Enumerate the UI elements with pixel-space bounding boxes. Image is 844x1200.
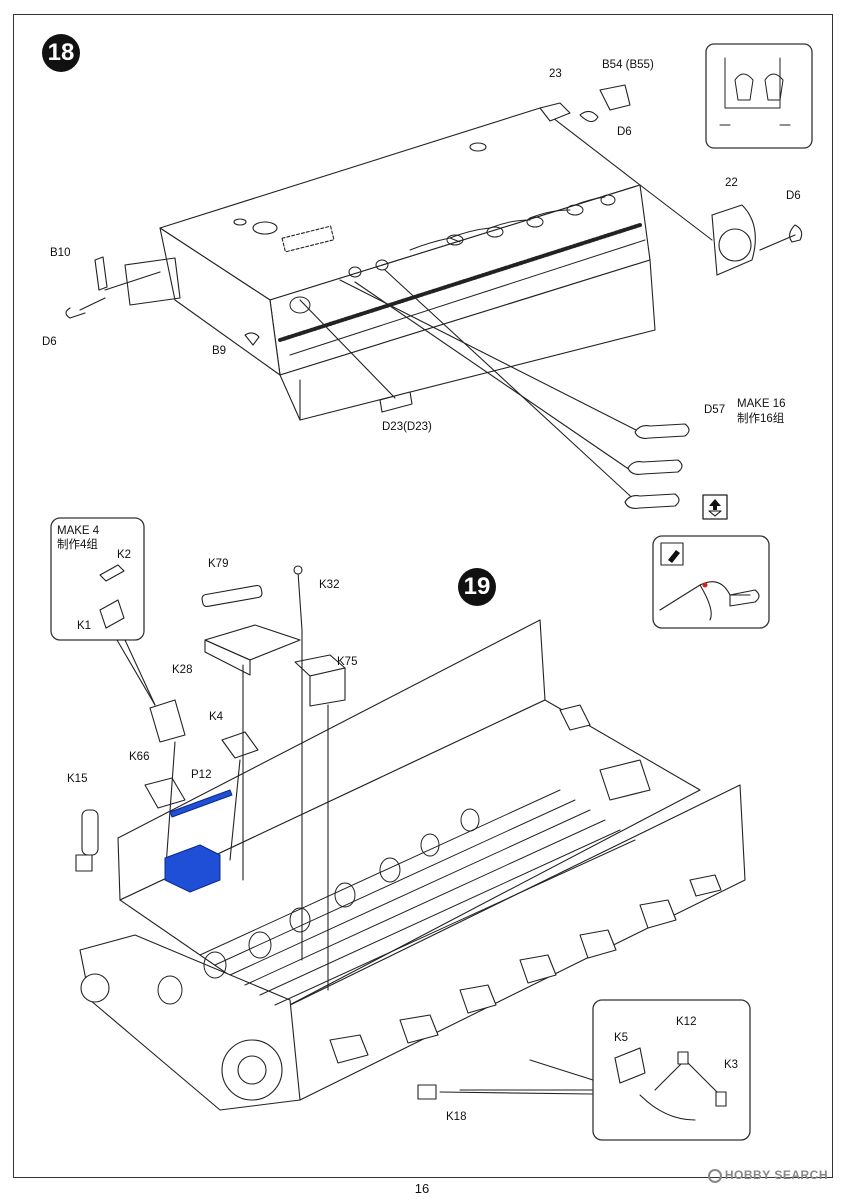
label-p12: P12 (191, 769, 212, 781)
watermark-logo-icon (707, 1169, 722, 1183)
label-k15: K15 (67, 773, 88, 785)
step19-hull-assembly (79, 619, 746, 1111)
label-k2: K2 (117, 549, 132, 561)
label-k66: K66 (129, 751, 150, 763)
label-b10: B10 (50, 247, 71, 259)
label-make4-en: MAKE 4 (57, 525, 100, 537)
label-d57: D57 (704, 404, 726, 416)
label-k32: K32 (319, 579, 340, 591)
page-frame (13, 14, 833, 1178)
step-18-badge: 18 (42, 34, 80, 72)
label-k79: K79 (208, 558, 229, 570)
label-k4: K4 (209, 711, 224, 723)
label-k1: K1 (77, 620, 92, 632)
highlighted-blue-part (164, 789, 233, 893)
label-d6-right: D6 (786, 190, 801, 202)
step19-parts (75, 565, 593, 1100)
glue-bottle-icon (668, 550, 680, 563)
label-k18: K18 (446, 1111, 467, 1123)
label-k12: K12 (676, 1016, 697, 1028)
label-make4-cn: 制作4组 (57, 539, 98, 551)
label-make16-cn: 制作16组 (737, 413, 785, 425)
glue-detail-inset (652, 535, 770, 629)
step18-inset (705, 43, 813, 149)
step18-hull-assembly (65, 84, 803, 509)
step-19-badge: 19 (458, 568, 496, 606)
label-d23: D23(D23) (382, 421, 432, 433)
label-k3: K3 (724, 1059, 739, 1071)
watermark-text: HOBBY SEARCH (724, 1168, 828, 1182)
label-part-23: 23 (549, 68, 562, 80)
watermark: HOBBY SEARCH (707, 1168, 828, 1183)
suspension-detail-inset (529, 999, 751, 1141)
flip-arrow-icon (702, 494, 728, 520)
label-make16-en: MAKE 16 (737, 398, 786, 410)
label-k75: K75 (337, 656, 358, 668)
label-k28: K28 (172, 664, 193, 676)
label-k5: K5 (614, 1032, 629, 1044)
page-number: 16 (414, 1181, 430, 1196)
label-d6-left: D6 (42, 336, 57, 348)
label-b9: B9 (212, 345, 227, 357)
label-d6-top: D6 (617, 126, 632, 138)
label-b54: B54 (B55) (602, 59, 654, 71)
label-part-22: 22 (725, 177, 738, 189)
make4-inset (50, 517, 156, 706)
